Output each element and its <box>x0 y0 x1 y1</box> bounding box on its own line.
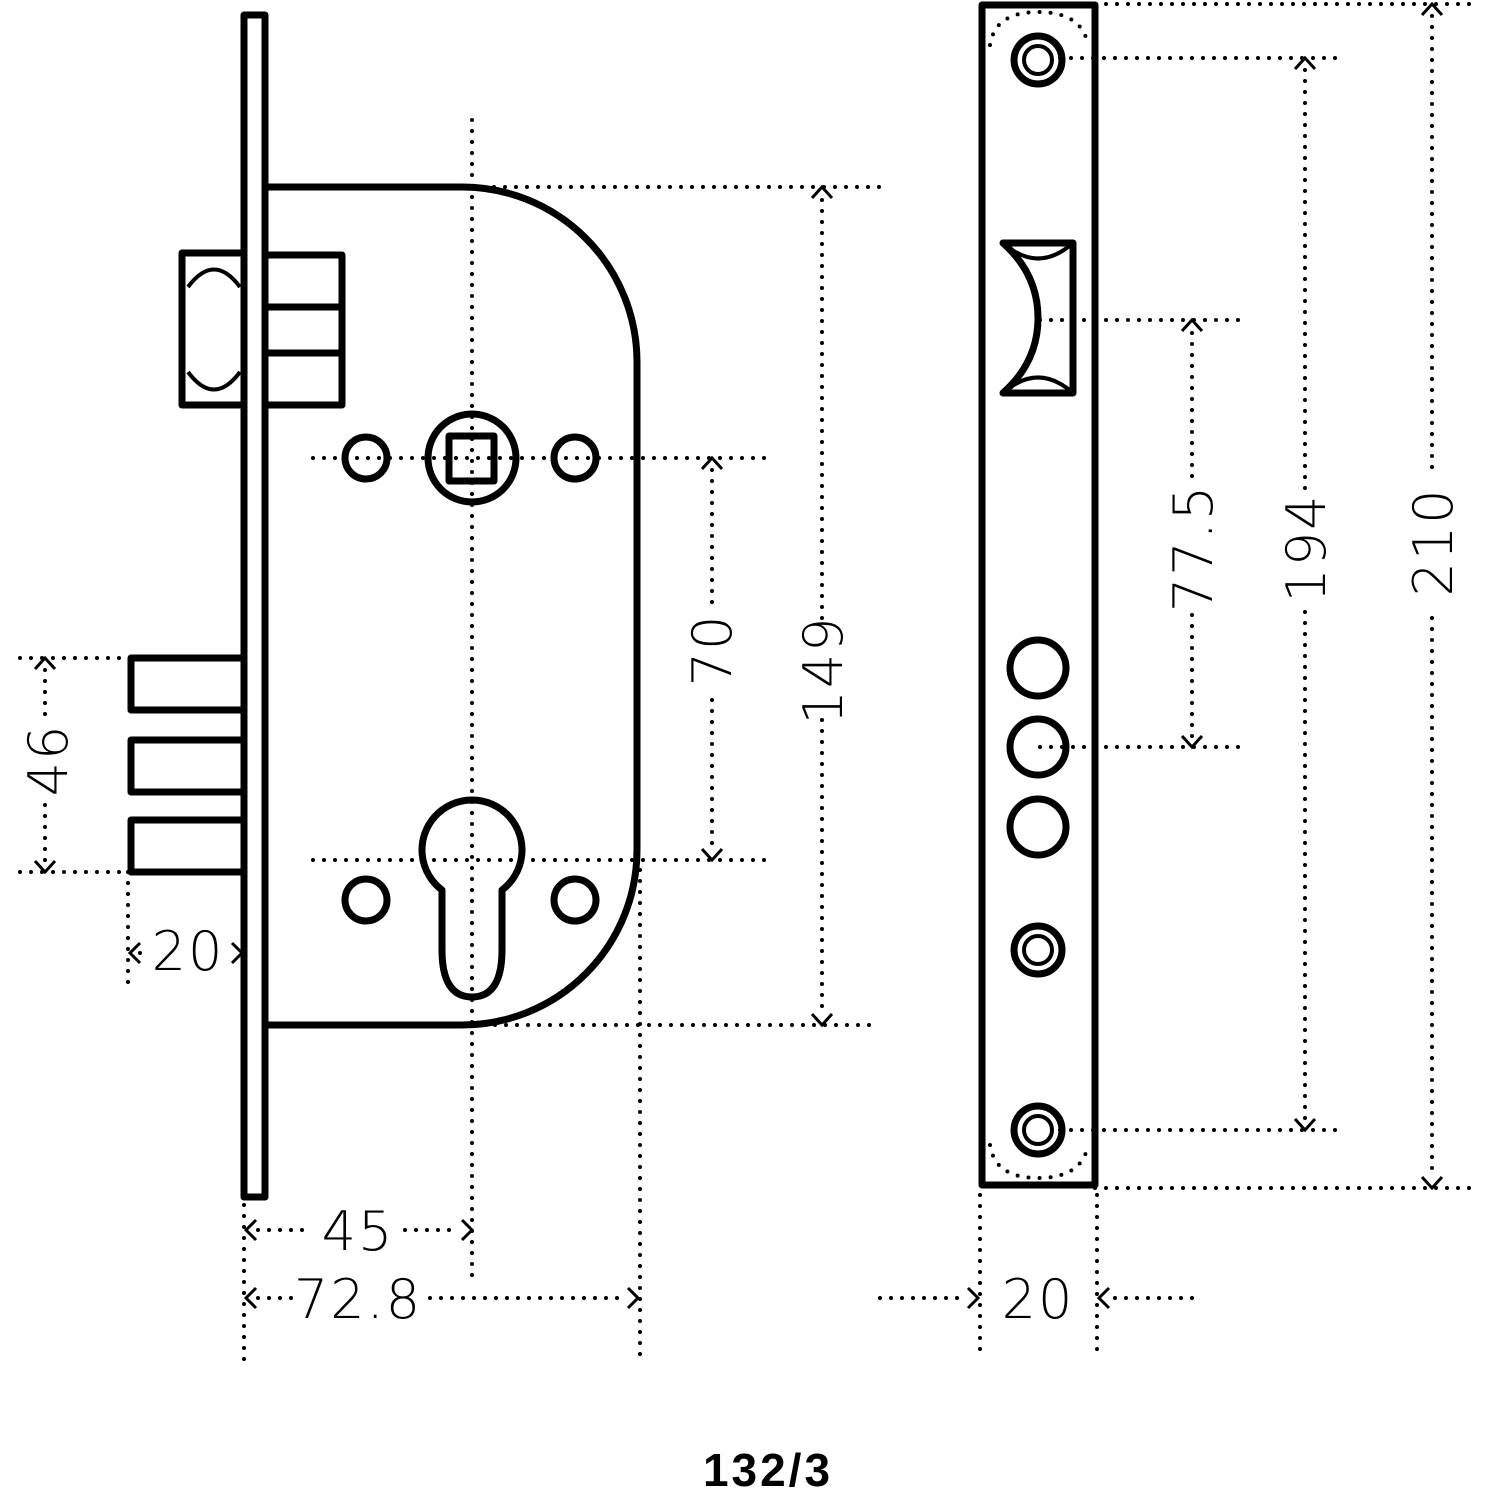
dimension-faceplate-width: 20 <box>878 1268 1202 1331</box>
dimension-handle-to-cylinder-label: 70 <box>681 614 744 687</box>
dimension-faceplate-height: 210 <box>1402 1 1465 1191</box>
bolt-hole <box>1006 715 1070 779</box>
screw-top <box>1010 32 1066 88</box>
screw-bottom <box>1010 1102 1066 1158</box>
reference-lines-side <box>18 118 882 1362</box>
dimension-backset: 45 <box>243 1200 475 1263</box>
screw-hole <box>341 875 391 925</box>
dead-bolts <box>127 654 248 876</box>
cylinder-hole <box>341 796 600 1001</box>
screw-hole <box>550 875 600 925</box>
faceplate-front <box>978 1 1099 1189</box>
dimension-screw-spacing-label: 194 <box>1275 493 1338 602</box>
dimension-body-depth-label: 72.8 <box>294 1268 422 1331</box>
dimension-faceplate-height-label: 210 <box>1402 487 1465 596</box>
latch-opening <box>999 239 1077 397</box>
dimension-bolt-throw: 20 <box>127 920 245 983</box>
lock-body <box>265 183 641 1029</box>
bolt-hole <box>1006 795 1070 859</box>
side-view <box>127 11 641 1201</box>
dimension-strike-spacing: 77.5 <box>1162 317 1225 750</box>
model-caption: 132/3 <box>703 1444 833 1496</box>
reference-lines-front <box>978 2 1472 1362</box>
dimension-strike-spacing-label: 77.5 <box>1162 484 1225 612</box>
dimension-bolt-spacing-label: 46 <box>17 724 80 797</box>
screw-middle <box>1010 922 1066 978</box>
dimension-bolt-throw-label: 20 <box>152 920 225 983</box>
bolt-hole <box>1006 636 1070 700</box>
dimension-faceplate-width-label: 20 <box>1002 1268 1075 1331</box>
dimension-backset-label: 45 <box>322 1200 395 1263</box>
faceplate-side <box>240 11 269 1201</box>
dimension-body-height: 149 <box>792 184 855 1028</box>
dimension-bolt-spacing: 46 <box>17 655 80 875</box>
latch-bolt <box>178 249 346 409</box>
dimension-screw-spacing: 194 <box>1275 55 1338 1133</box>
dimension-body-height-label: 149 <box>792 615 855 724</box>
dimension-handle-to-cylinder: 70 <box>681 455 744 863</box>
dimension-body-depth: 72.8 <box>243 1268 641 1331</box>
front-view <box>978 1 1099 1189</box>
